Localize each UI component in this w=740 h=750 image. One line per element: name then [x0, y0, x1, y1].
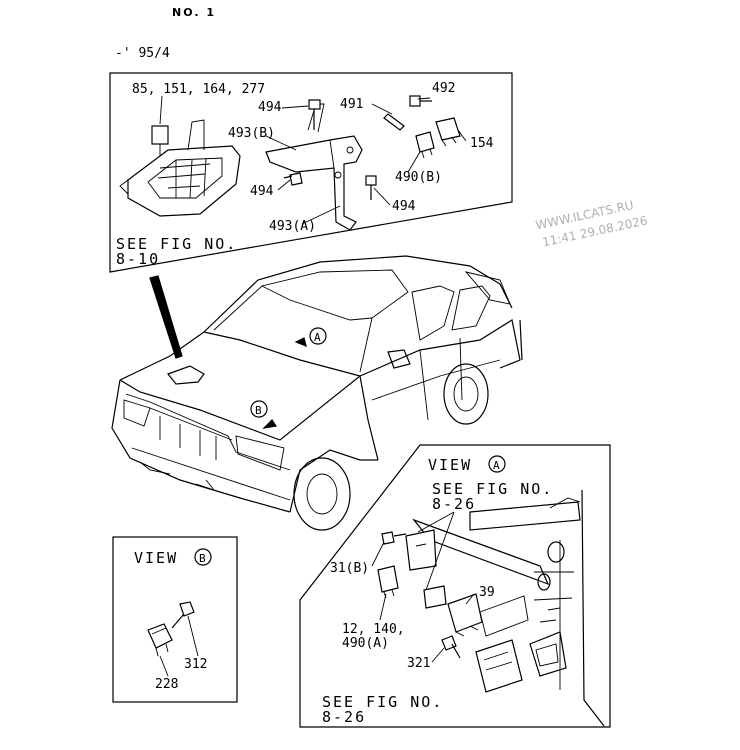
top-detail-panel [109, 72, 513, 273]
see-fig-va-line1: SEE FIG NO. [432, 480, 553, 498]
callout-494-top: 494 [258, 100, 282, 115]
marker-b: B [250, 400, 278, 429]
bolt-494-left-icon [283, 172, 303, 186]
bolt-312-icon [171, 601, 195, 629]
bolt-494-top-icon [308, 99, 321, 130]
see-fig-va-line2: 8-26 [432, 495, 476, 513]
top-leader-lines [265, 97, 467, 225]
view-b-title: VIEW [134, 549, 178, 567]
relay-bracket-view-a [405, 529, 437, 571]
panel-bracket-view-a [475, 639, 523, 693]
callout-12-140: 12, 140, [342, 622, 405, 637]
view-a-letter-circle [488, 455, 506, 473]
see-fig-top-line2: 8-10 [116, 250, 160, 268]
callout-494-left: 494 [250, 184, 274, 199]
bolt-321-icon [441, 635, 461, 659]
callout-321: 321 [407, 656, 430, 671]
bolt-492-icon [409, 95, 432, 107]
callout-494-right: 494 [392, 199, 416, 214]
bolt-31b-icon [381, 531, 407, 545]
svg-text:B: B [255, 404, 262, 417]
callout-154: 154 [470, 136, 494, 151]
view-b-letter-circle [194, 548, 212, 566]
callout-31b: 31(B) [330, 561, 369, 576]
callout-312: 312 [184, 657, 207, 672]
screw-491-icon [383, 113, 405, 131]
svg-text:A: A [314, 331, 321, 344]
view-a-body-structure [412, 489, 605, 727]
see-fig-bottom-line2: 8-26 [322, 708, 366, 726]
relay-view-a-icon [423, 585, 447, 609]
relay-box [119, 95, 241, 217]
marker-a: A [294, 327, 327, 347]
relay-154-icon [435, 117, 461, 147]
relay-85-icon [151, 125, 169, 145]
pointer-arrow-to-engine-bay [149, 275, 183, 359]
relay-490a-icon [377, 565, 399, 599]
view-b-panel [112, 536, 238, 703]
view-b-leader-lines [159, 615, 199, 677]
watermark: WWW.ILCATS.RU 11:41 29.08.2026 [534, 198, 648, 249]
sheet-number: NO. 1 [172, 6, 216, 19]
see-fig-top-line1: SEE FIG NO. [116, 235, 237, 253]
view-a-letter: A [493, 459, 500, 472]
callout-85-151-164-277: 85, 151, 164, 277 [132, 82, 265, 97]
bolt-494-right-icon [365, 175, 377, 200]
view-b-letter: B [199, 552, 206, 565]
callout-493a: 493(A) [269, 219, 316, 234]
view-a-panel [299, 444, 611, 728]
callout-493b: 493(B) [228, 126, 275, 141]
callout-39: 39 [479, 585, 495, 600]
callout-491: 491 [340, 97, 363, 112]
relay-490b-icon [415, 131, 435, 159]
callout-228: 228 [155, 677, 178, 692]
see-fig-bottom-line1: SEE FIG NO. [322, 693, 443, 711]
date-range: -' 95/4 [115, 46, 170, 61]
view-a-title: VIEW [428, 456, 472, 474]
relay-228-icon [147, 623, 173, 657]
callout-490a: 490(A) [342, 636, 389, 651]
vehicle-illustration [111, 255, 523, 531]
callout-492: 492 [432, 81, 455, 96]
view-a-leader-lines [371, 511, 475, 663]
control-unit-39-icon [447, 593, 483, 637]
callout-490b: 490(B) [395, 170, 442, 185]
